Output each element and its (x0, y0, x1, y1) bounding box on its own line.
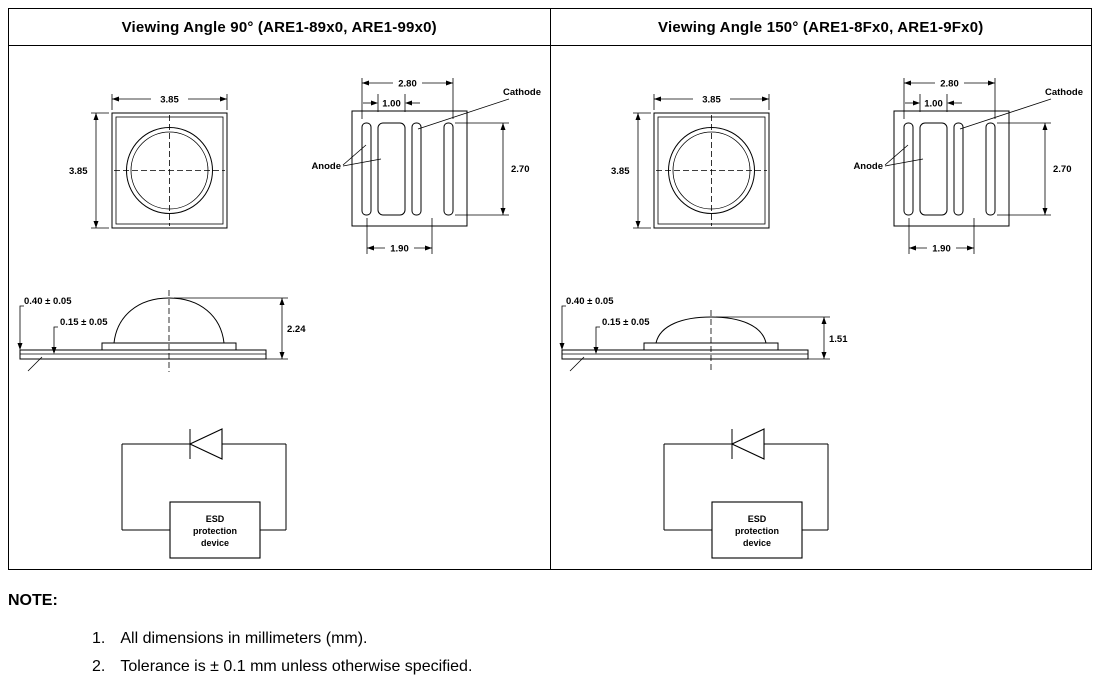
panel-90deg: 3.85 3.85 (9, 46, 551, 569)
note-item-text: All dimensions in millimeters (mm). (120, 630, 368, 647)
esd-box-line1: ESD (206, 514, 225, 524)
dim-label-pad-height: 2.70 (511, 164, 530, 175)
header-viewing-angle-150: Viewing Angle 150° (ARE1-8Fx0, ARE1-9Fx0… (658, 18, 984, 36)
dim-label-pad-pitch: 1.00 (382, 99, 401, 110)
profile-outline (561, 310, 808, 372)
top-view-figure: 3.85 3.85 (69, 94, 228, 229)
dim-label-total-height: 1.51 (829, 334, 848, 345)
dim-label-overall-width: 2.80 (398, 79, 417, 90)
pad-outline (893, 110, 1009, 227)
panel-150deg: 3.85 3.85 (551, 46, 1092, 569)
dim-label-pad-pitch: 1.00 (924, 99, 943, 110)
dim-label-total-height: 2.24 (287, 324, 306, 335)
table-header-row: Viewing Angle 90° (ARE1-89x0, ARE1-99x0)… (9, 9, 1091, 46)
table-body-row: 3.85 3.85 (9, 46, 1091, 569)
esd-box-line2: protection (735, 526, 779, 536)
dim-label-substrate-thickness: 0.40 ± 0.05 (566, 296, 614, 307)
dim-label-top-width: 3.85 (702, 95, 721, 106)
dimension-lines (17, 297, 288, 360)
bottom-pad-figure: 2.80 1.00 2.70 1.90 Anode Cathode (311, 78, 541, 255)
package-dimension-table: Viewing Angle 90° (ARE1-89x0, ARE1-99x0)… (8, 8, 1092, 570)
dimension-lines (632, 94, 769, 229)
top-view-figure: 3.85 3.85 (611, 94, 769, 229)
note-item: 1. All dimensions in millimeters (mm). (92, 630, 472, 648)
esd-box-line3: device (742, 538, 770, 548)
note-item-text: Tolerance is ± 0.1 mm unless otherwise s… (120, 658, 473, 675)
dim-label-top-width: 3.85 (160, 95, 179, 106)
note-title: NOTE: (8, 592, 58, 609)
dim-label-side-height: 3.85 (69, 166, 88, 177)
dimension-lines (342, 78, 510, 254)
esd-box-line3: device (201, 538, 229, 548)
diode-symbol (730, 428, 765, 460)
anode-label: Anode (853, 161, 883, 172)
dim-label-layer-thickness: 0.15 ± 0.05 (602, 317, 650, 328)
header-viewing-angle-90: Viewing Angle 90° (ARE1-89x0, ARE1-99x0) (9, 9, 551, 45)
cathode-label: Cathode (1045, 87, 1083, 98)
esd-circuit-figure: ESD protection device (663, 428, 828, 559)
dimension-lines (559, 305, 830, 360)
dim-label-layer-thickness: 0.15 ± 0.05 (60, 317, 108, 328)
dim-label-inner-width: 1.90 (932, 244, 951, 255)
dim-label-overall-width: 2.80 (940, 79, 959, 90)
esd-device-box (169, 501, 261, 559)
anode-label: Anode (311, 161, 341, 172)
cathode-label: Cathode (503, 87, 541, 98)
note-item-number: 1. (92, 630, 106, 647)
profile-outline (19, 290, 267, 372)
esd-circuit-figure: ESD protection device (121, 428, 287, 559)
dim-label-inner-width: 1.90 (390, 244, 409, 255)
esd-box-line2: protection (193, 526, 237, 536)
diode-symbol (188, 428, 223, 460)
bottom-pad-figure: 2.80 1.00 2.70 1.90 Anode Cathode (853, 78, 1083, 255)
side-profile-figure: 0.40 ± 0.05 0.15 ± 0.05 1.51 (559, 296, 848, 372)
side-profile-figure: 0.40 ± 0.05 0.15 ± 0.05 2.24 (17, 290, 306, 372)
package-outline (111, 112, 228, 229)
note-item-number: 2. (92, 658, 106, 675)
esd-device-box (710, 501, 803, 559)
dimension-lines (91, 94, 228, 229)
dim-label-side-height: 3.85 (611, 166, 630, 177)
note-item: 2. Tolerance is ± 0.1 mm unless otherwis… (92, 658, 472, 676)
pad-outline (351, 110, 468, 227)
esd-box-line1: ESD (747, 514, 766, 524)
package-outline (653, 112, 769, 229)
note-section: NOTE: 1. All dimensions in millimeters (… (8, 592, 472, 676)
dim-label-pad-height: 2.70 (1053, 164, 1072, 175)
dimension-lines (884, 78, 1051, 254)
dim-label-substrate-thickness: 0.40 ± 0.05 (24, 296, 72, 307)
